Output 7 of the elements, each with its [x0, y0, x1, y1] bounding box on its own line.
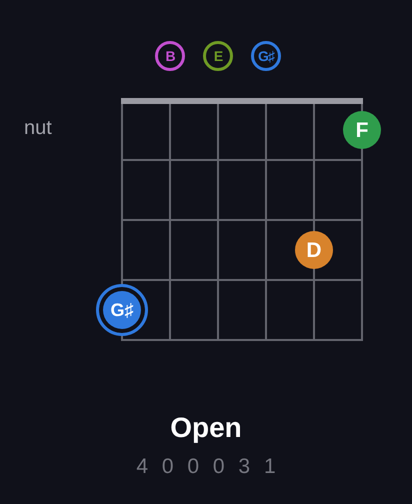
chord-name: Open — [169, 411, 243, 445]
fret-numbers: 4 0 0 0 3 1 — [135, 454, 281, 480]
open-string-marker: B — [155, 41, 185, 71]
open-string-marker: G♯ — [251, 41, 281, 71]
open-string-marker: E — [203, 41, 233, 71]
nut-label: nut — [24, 116, 52, 141]
root-note-marker: G♯ — [96, 284, 148, 336]
